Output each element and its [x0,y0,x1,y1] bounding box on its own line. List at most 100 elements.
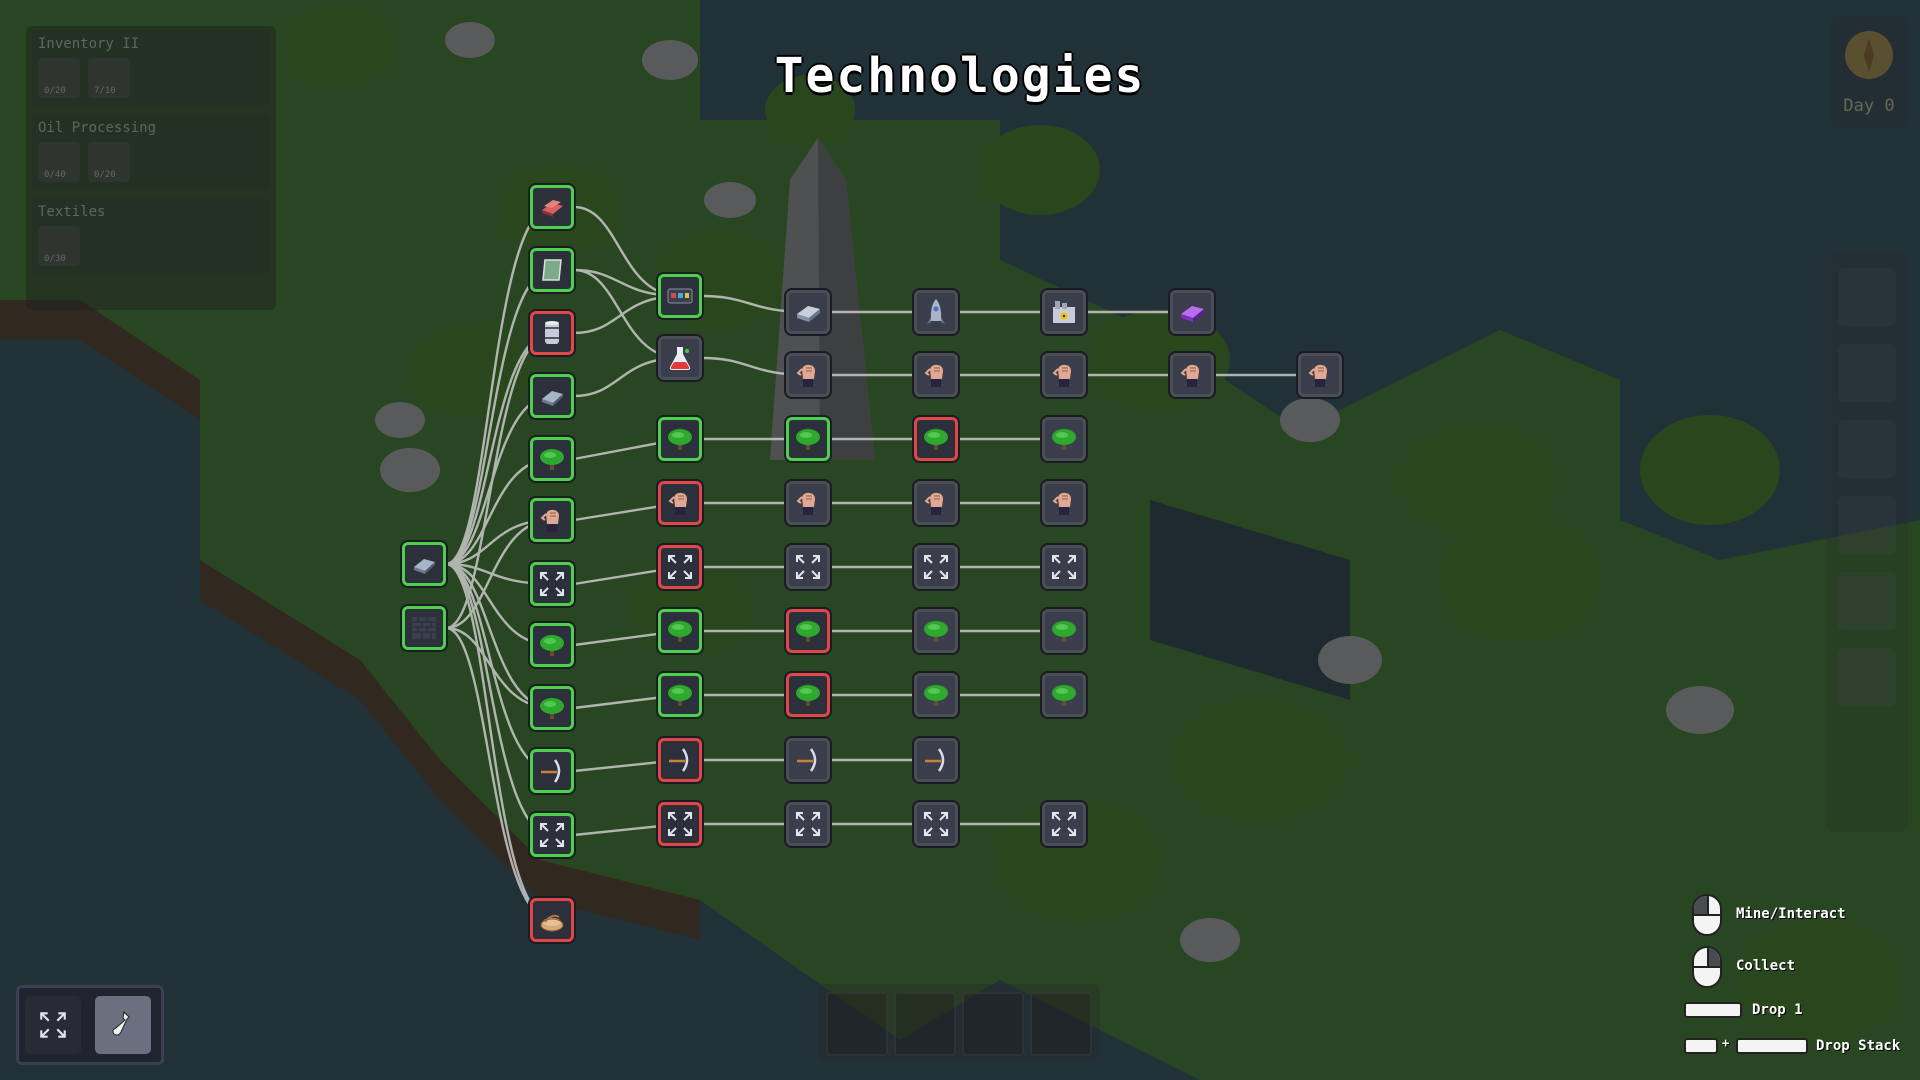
tech-node-fist-row2-2[interactable] [914,353,958,397]
storage-menu-button[interactable] [1838,572,1896,630]
key-shift-icon [1684,1038,1718,1054]
build-menu-button[interactable] [1838,268,1896,326]
tech-node-fist-row2-1[interactable] [786,353,830,397]
tech-node-tree-row6-2[interactable] [786,609,830,653]
inventory-slot[interactable]: 0/40 [38,142,80,182]
tech-node-expand-row9-1[interactable] [658,802,702,846]
hotbar-slot[interactable] [894,992,956,1056]
tech-node-pickaxe-row8-2[interactable] [786,738,830,782]
tech-node-fist-row2-4[interactable] [1170,353,1214,397]
inventory-group-inventory-ii: Inventory II 0/20 7/10 [32,30,270,106]
hint-drop-stack: Drop Stack [1816,1038,1901,1054]
tech-node-glass-pane[interactable] [530,248,574,292]
slot-count: 0/30 [44,254,66,264]
expand-icon [793,809,823,839]
day-label: Day 0 [1843,96,1895,116]
fist-icon [793,360,823,390]
tree-icon [793,616,823,646]
tech-node-nuclear-plant[interactable] [1042,290,1086,334]
tech-node-fist-row4-3[interactable] [914,481,958,525]
tech-node-tree-row3-1[interactable] [658,417,702,461]
tech-node-tree[interactable] [530,437,574,481]
fullscreen-toggle-button[interactable] [25,996,81,1054]
tech-node-expand-row9-4[interactable] [1042,802,1086,846]
ingot-icon [409,549,439,579]
tree-icon [921,424,951,454]
tech-node-fist-row2-3[interactable] [1042,353,1086,397]
tech-node-expand-row5-4[interactable] [1042,545,1086,589]
tech-node-brick-wall[interactable] [402,606,446,650]
tech-node-tree-3[interactable] [530,686,574,730]
tech-node-ingot-2[interactable] [530,374,574,418]
tools-menu-button[interactable] [1838,420,1896,478]
tree-icon [537,693,567,723]
tech-node-tree-row6-4[interactable] [1042,609,1086,653]
tech-node-rope[interactable] [530,898,574,942]
tech-node-fist-row4-1[interactable] [658,481,702,525]
circuit-board-icon [665,281,695,311]
tech-node-expand-row5-2[interactable] [786,545,830,589]
mouse-left-icon [1692,894,1722,936]
tech-node-tree-row6-3[interactable] [914,609,958,653]
tech-node-tree-row7-3[interactable] [914,673,958,717]
map-menu-button[interactable] [1838,496,1896,554]
expand-icon [793,552,823,582]
inventory-slot[interactable]: 0/20 [38,58,80,98]
tech-node-fist-row2-5[interactable] [1298,353,1342,397]
tech-node-tree-row3-2[interactable] [786,417,830,461]
tech-node-pickaxe-row8-1[interactable] [658,738,702,782]
fist-icon [921,360,951,390]
inventory-slot[interactable]: 0/20 [88,142,130,182]
tech-node-fist[interactable] [530,498,574,542]
slot-count: 0/20 [44,86,66,96]
tech-node-circuit-board[interactable] [658,274,702,318]
tech-node-pickaxe-row8-3[interactable] [914,738,958,782]
tech-node-red-plates[interactable] [530,185,574,229]
hotbar-slot[interactable] [826,992,888,1056]
tech-node-expand-row9-3[interactable] [914,802,958,846]
tech-node-rocket[interactable] [914,290,958,334]
tree-icon [1049,616,1079,646]
tech-node-steel-ingot[interactable] [786,290,830,334]
tech-node-potion[interactable] [658,336,702,380]
slot-count: 0/40 [44,170,66,180]
tree-icon [1049,424,1079,454]
tech-node-tree-row6-1[interactable] [658,609,702,653]
inventory-slot[interactable]: 7/10 [88,58,130,98]
technologies-button[interactable] [95,996,151,1054]
tech-node-expand-row5-3[interactable] [914,545,958,589]
mouse-right-icon [1692,946,1722,988]
tech-node-ingot[interactable] [402,542,446,586]
hotbar-slot[interactable] [962,992,1024,1056]
tech-node-tree-row7-4[interactable] [1042,673,1086,717]
tech-node-fist-row4-4[interactable] [1042,481,1086,525]
key-space-icon [1736,1038,1808,1054]
steel-ingot-icon [793,297,823,327]
tech-node-expand[interactable] [530,562,574,606]
crafting-menu-button[interactable] [1838,344,1896,402]
tech-node-pickaxe[interactable] [530,749,574,793]
tree-icon [537,630,567,660]
tech-node-tree-2[interactable] [530,623,574,667]
settings-menu-button[interactable] [1838,648,1896,706]
expand-icon [921,809,951,839]
tech-node-purple-ingot[interactable] [1170,290,1214,334]
tech-node-expand-2[interactable] [530,813,574,857]
fist-icon [793,488,823,518]
tech-node-expand-row5-1[interactable] [658,545,702,589]
inventory-panel: Inventory II 0/20 7/10 Oil Processing 0/… [26,26,276,310]
hotbar-slot[interactable] [1030,992,1092,1056]
tech-node-tree-row7-1[interactable] [658,673,702,717]
tech-node-fist-row4-2[interactable] [786,481,830,525]
tech-node-tree-row3-3[interactable] [914,417,958,461]
tree-icon [1049,680,1079,710]
ingot-icon [537,381,567,411]
expand-icon [665,552,695,582]
inventory-slot[interactable]: 0/30 [38,226,80,266]
tech-node-tree-row7-2[interactable] [786,673,830,717]
tech-node-tree-row3-4[interactable] [1042,417,1086,461]
tech-node-oil-barrel[interactable] [530,311,574,355]
tech-node-expand-row9-2[interactable] [786,802,830,846]
